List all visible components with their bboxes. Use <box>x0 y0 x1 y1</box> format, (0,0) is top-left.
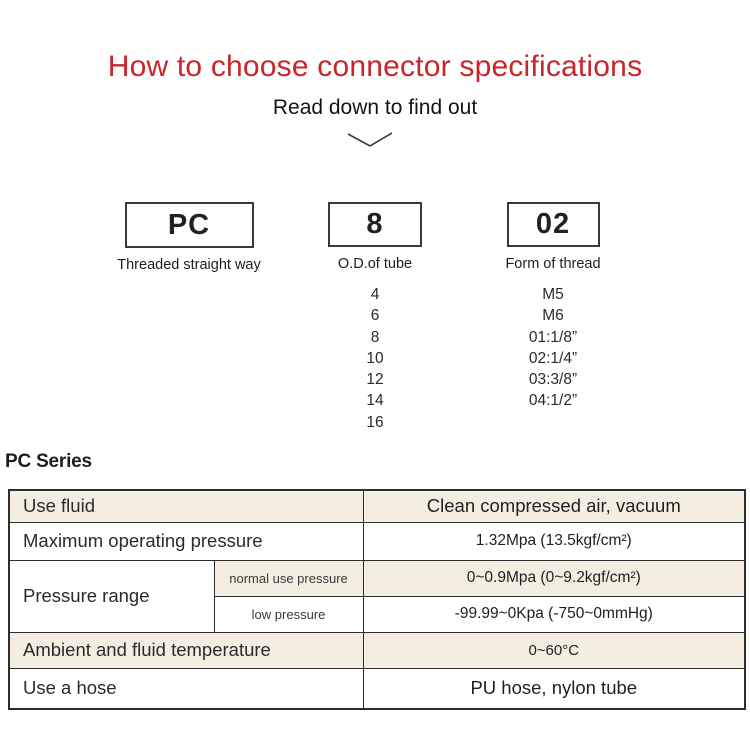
use-fluid-value: Clean compressed air, vacuum <box>362 489 746 523</box>
series-code-caption: Threaded straight way <box>117 257 261 273</box>
low-pressure-label: low pressure <box>213 595 364 633</box>
hose-label: Use a hose <box>8 667 364 710</box>
tube-size-item: 12 <box>366 371 384 389</box>
tube-size-list: 4 6 8 10 12 14 16 <box>366 284 383 433</box>
max-pressure-value: 1.32Mpa (13.5kgf/cm²) <box>362 521 746 561</box>
thread-form-item: 04:1/2” <box>528 392 578 410</box>
use-fluid-label: Use fluid <box>8 489 364 523</box>
tube-od-code: 8 <box>366 208 384 240</box>
spec-table: Use fluid Clean compressed air, vacuum M… <box>8 489 747 710</box>
thread-form-item: 02:1/4” <box>528 349 578 367</box>
normal-pressure-value: 0~0.9Mpa (0~9.2kgf/cm²) <box>362 559 746 597</box>
page-subtitle: Read down to find out <box>272 96 478 119</box>
thread-form-item: M6 <box>542 307 564 325</box>
low-pressure-value: -99.99~0Kpa (-750~0mmHg) <box>362 595 746 633</box>
series-code-box: PC <box>124 202 254 248</box>
table-row-max-pressure: Maximum operating pressure 1.32Mpa (13.5… <box>8 521 746 561</box>
max-pressure-label: Maximum operating pressure <box>8 521 364 561</box>
normal-pressure-label: normal use pressure <box>213 559 364 597</box>
hose-value: PU hose, nylon tube <box>362 667 746 710</box>
tube-size-item: 6 <box>370 307 380 325</box>
pressure-range-label: Pressure range <box>8 559 215 633</box>
thread-form-list: M5 M6 01:1/8” 02:1/4” 03:3/8” 04:1/2” <box>529 284 577 412</box>
series-code: PC <box>167 208 211 241</box>
tube-size-item: 16 <box>366 413 384 431</box>
tube-size-item: 8 <box>370 328 380 346</box>
tube-size-item: 4 <box>370 286 380 303</box>
thread-form-item: 01:1/8” <box>528 328 578 346</box>
code-column-series: PC Threaded straight way <box>103 202 275 273</box>
thread-form-item: M5 <box>542 286 564 303</box>
ambient-value: 0~60°C <box>362 631 746 669</box>
chevron-down-icon <box>346 131 394 154</box>
tube-od-code-caption: O.D.of tube <box>337 256 413 272</box>
tube-od-code-box: 8 <box>328 202 422 247</box>
table-row-normal-pressure: Pressure range normal use pressure 0~0.9… <box>8 559 746 633</box>
table-row-hose: Use a hose PU hose, nylon tube <box>8 667 746 710</box>
table-row-ambient-temp: Ambient and fluid temperature 0~60°C <box>8 631 746 669</box>
tube-size-item: 10 <box>366 349 384 367</box>
table-row-low-pressure: low pressure -99.99~0Kpa (-750~0mmHg) <box>9 595 746 633</box>
code-column-thread-form: 02 Form of thread M5 M6 01:1/8” 02:1/4” … <box>467 202 639 412</box>
series-heading: PC Series <box>5 451 92 472</box>
code-column-tube-od: 8 O.D.of tube 4 6 8 10 12 14 16 <box>289 202 461 433</box>
ambient-label: Ambient and fluid temperature <box>8 631 364 669</box>
page-title: How to choose connector specifications <box>107 50 643 83</box>
table-row-use-fluid: Use fluid Clean compressed air, vacuum <box>8 489 746 523</box>
thread-form-code-box: 02 <box>506 202 600 247</box>
tube-size-item: 14 <box>366 392 384 410</box>
thread-form-item: 03:3/8” <box>528 371 578 389</box>
thread-form-code: 02 <box>535 208 571 240</box>
thread-form-code-caption: Form of thread <box>505 256 601 272</box>
